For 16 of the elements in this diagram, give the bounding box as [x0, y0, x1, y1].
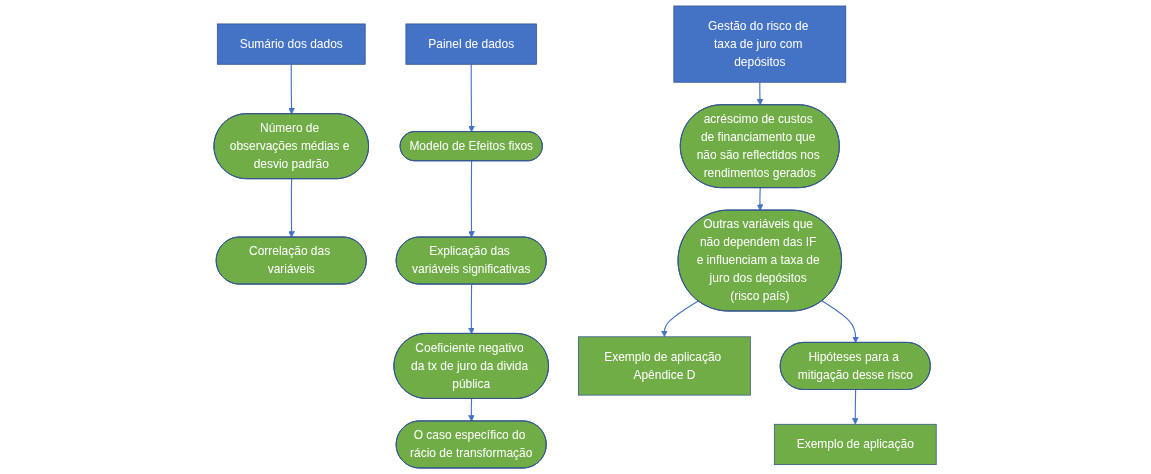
node-box: Painel de dados	[405, 23, 538, 65]
arrow	[822, 300, 860, 344]
node-box: Exemplo de aplicação Apêndice D	[578, 336, 752, 396]
node-box: Exemplo de aplicação	[774, 423, 937, 465]
arrow	[468, 398, 476, 422]
arrow	[852, 389, 859, 425]
node-box: Gestão do risco de taxa de juro com depósitos	[673, 5, 847, 83]
arrow	[288, 63, 296, 115]
arrow	[757, 81, 764, 106]
arrow	[468, 283, 476, 335]
arrow	[288, 178, 296, 238]
arrow	[468, 160, 476, 238]
node-box: Sumário dos dados	[217, 23, 366, 65]
arrow	[468, 63, 476, 133]
arrow	[661, 300, 700, 338]
arrow	[757, 187, 764, 211]
